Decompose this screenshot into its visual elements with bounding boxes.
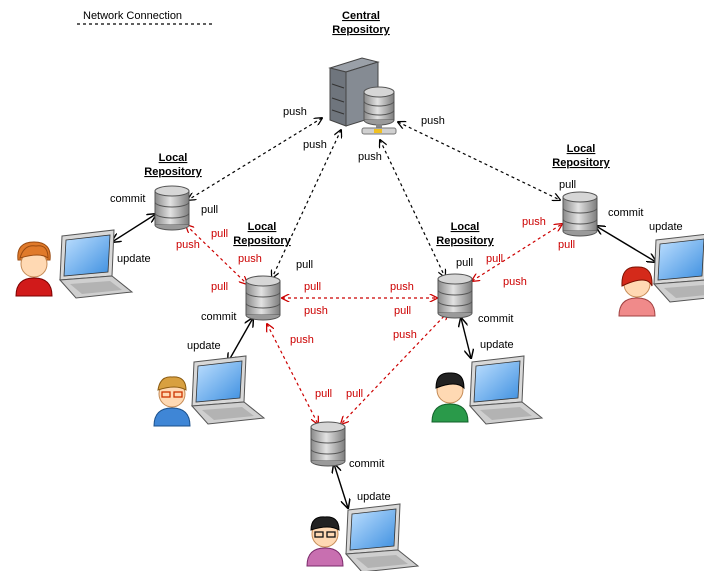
label-push-midright-bottom: push xyxy=(393,329,417,341)
local-repo-midleft-title-2: Repository xyxy=(233,235,291,247)
link-midleft-bottom xyxy=(267,324,318,424)
central-repo-title-1: Central xyxy=(342,10,380,22)
local-repo-left-title-2: Repository xyxy=(144,166,202,178)
link-midleft-laptop xyxy=(228,318,253,362)
user-bottom-icon xyxy=(306,516,344,567)
label-push-central-midright: push xyxy=(358,151,382,163)
local-left-database-icon xyxy=(154,185,190,231)
link-midright-bottom xyxy=(341,312,448,424)
central-database-icon xyxy=(361,86,397,135)
local-midleft-database-icon xyxy=(245,275,281,321)
label-pull-midright-up: pull xyxy=(486,253,503,265)
label-push-midleft-top: push xyxy=(238,253,262,265)
link-right-laptop xyxy=(596,226,656,262)
label-push-midleft-bottom: push xyxy=(290,334,314,346)
label-push-right-red: push xyxy=(522,216,546,228)
label-update-left: update xyxy=(117,253,151,265)
local-midright-database-icon xyxy=(437,273,473,319)
label-pull-right: pull xyxy=(559,179,576,191)
label-push-left-red: push xyxy=(176,239,200,251)
label-commit-midright: commit xyxy=(478,313,513,325)
label-push-midleft-right: push xyxy=(304,305,328,317)
label-pull-midright-left: pull xyxy=(394,305,411,317)
link-left-midleft xyxy=(186,225,247,284)
legend-label: Network Connection xyxy=(83,10,182,22)
label-pull-left: pull xyxy=(201,204,218,216)
label-push-central-right: push xyxy=(421,115,445,127)
local-repo-right-title-1: Local xyxy=(567,143,596,155)
link-central-left xyxy=(188,118,322,200)
link-central-right xyxy=(398,122,560,200)
local-repo-midright-title-1: Local xyxy=(451,221,480,233)
link-bottom-laptop xyxy=(334,464,348,508)
label-pull-bottom-left: pull xyxy=(315,388,332,400)
laptop-midright-icon xyxy=(469,355,543,425)
local-repo-right-title-2: Repository xyxy=(552,157,610,169)
laptop-midleft-icon xyxy=(191,355,265,425)
user-midleft-icon xyxy=(153,376,191,427)
label-update-bottom: update xyxy=(357,491,391,503)
label-commit-bottom: commit xyxy=(349,458,384,470)
label-push-central-left: push xyxy=(283,106,307,118)
local-right-database-icon xyxy=(562,191,598,237)
label-pull-midright: pull xyxy=(456,257,473,269)
laptop-bottom-icon xyxy=(345,503,419,571)
label-commit-midleft: commit xyxy=(201,311,236,323)
user-left-icon xyxy=(15,241,53,297)
local-repo-midright-title-2: Repository xyxy=(436,235,494,247)
user-midright-icon xyxy=(431,372,469,423)
local-repo-left-title-1: Local xyxy=(159,152,188,164)
link-midright-laptop xyxy=(461,318,471,358)
label-pull-left-red: pull xyxy=(211,228,228,240)
link-left-laptop xyxy=(112,214,156,242)
label-commit-right: commit xyxy=(608,207,643,219)
label-commit-left: commit xyxy=(110,193,145,205)
label-pull-right-red: pull xyxy=(558,239,575,251)
local-repo-midleft-title-1: Local xyxy=(248,221,277,233)
label-update-midright: update xyxy=(480,339,514,351)
local-bottom-database-icon xyxy=(310,421,346,467)
label-push-midright-up: push xyxy=(503,276,527,288)
label-update-midleft: update xyxy=(187,340,221,352)
link-central-midleft xyxy=(272,130,341,278)
label-pull-midleft: pull xyxy=(296,259,313,271)
label-pull-midleft-left: pull xyxy=(211,281,228,293)
laptop-right-icon xyxy=(653,233,704,303)
user-right-icon xyxy=(618,266,656,317)
label-pull-midleft-right: pull xyxy=(304,281,321,293)
label-push-midright-left: push xyxy=(390,281,414,293)
label-push-central-midleft: push xyxy=(303,139,327,151)
central-repo-title-2: Repository xyxy=(332,24,390,36)
link-central-midright xyxy=(380,140,445,277)
label-update-right: update xyxy=(649,221,683,233)
label-pull-bottom-right: pull xyxy=(346,388,363,400)
